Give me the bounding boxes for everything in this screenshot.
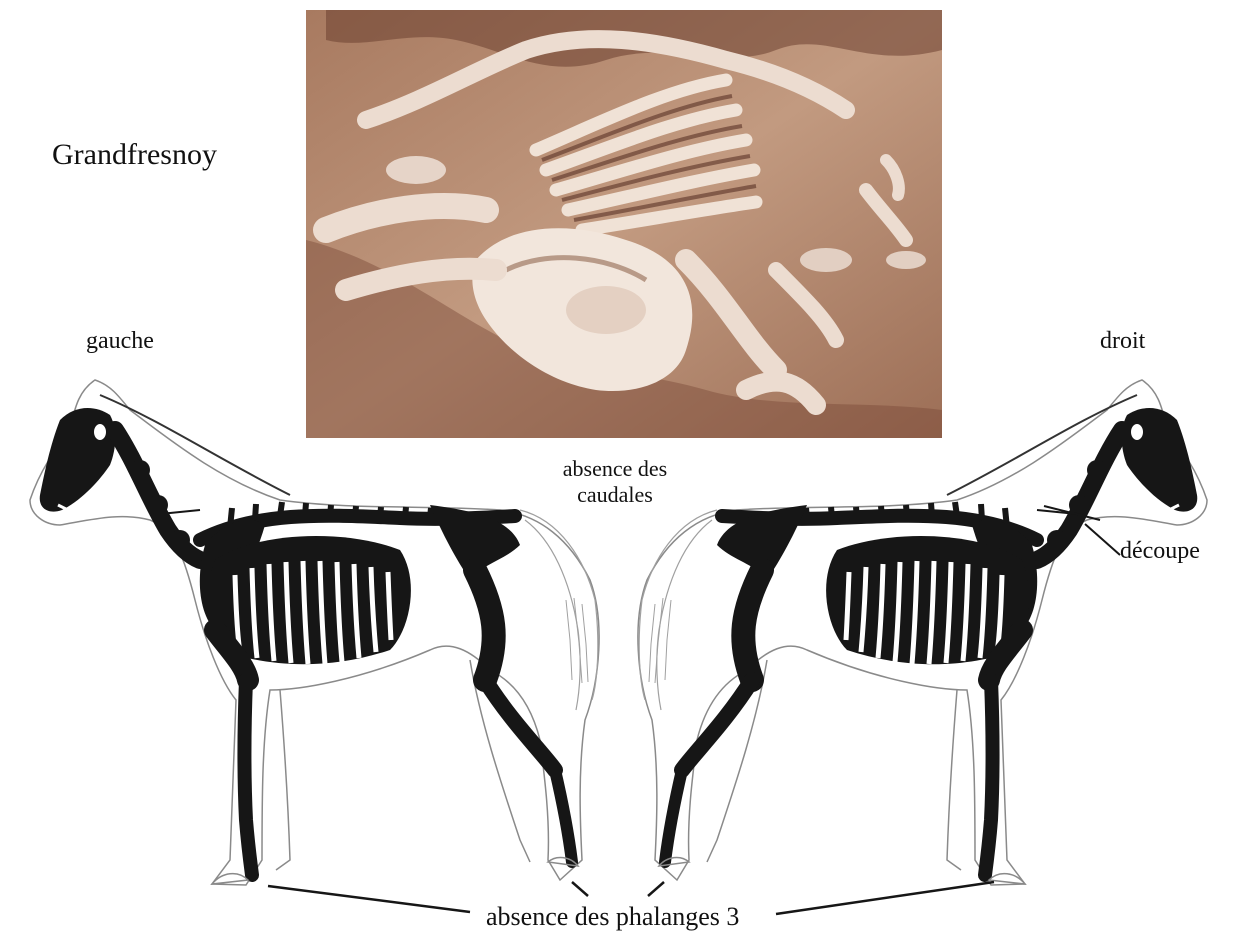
skeleton-left <box>30 380 599 885</box>
decoupe-leader-line <box>1085 524 1120 555</box>
phalanx-annotation: absence des phalanges 3 <box>486 902 739 932</box>
phalanx-leader-right <box>776 882 994 914</box>
site-title: Grandfresnoy <box>52 138 217 172</box>
phalanx-leader-midright <box>648 882 664 896</box>
phalanx-leader-midleft <box>572 882 588 896</box>
caudal-annotation: absence des caudales <box>548 456 682 508</box>
right-side-label: droit <box>1100 328 1145 355</box>
skeleton-right <box>638 380 1207 885</box>
cut-annotation: découpe <box>1120 538 1200 565</box>
phalanx-leader-left <box>268 886 470 912</box>
left-side-label: gauche <box>86 328 154 355</box>
